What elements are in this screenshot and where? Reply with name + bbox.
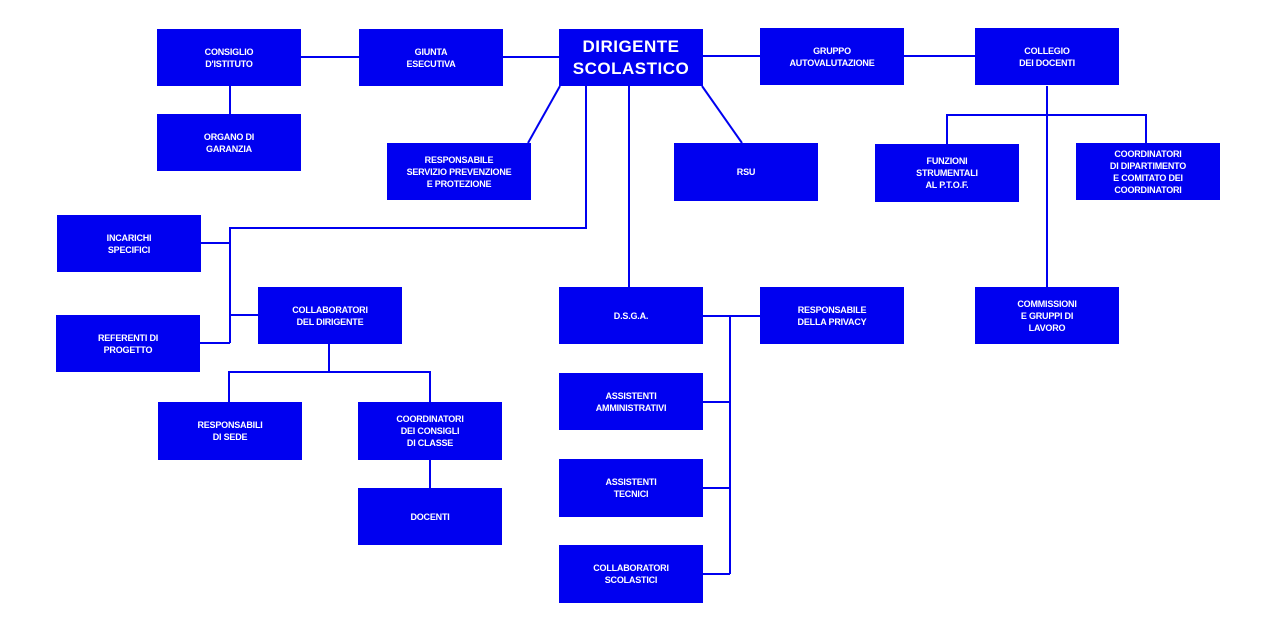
- node-responsabili-sede: RESPONSABILI DI SEDE: [158, 402, 302, 460]
- connector: [701, 85, 743, 144]
- node-incarichi-specifici: INCARICHI SPECIFICI: [57, 215, 201, 272]
- node-coordinatori-dipartimento: COORDINATORI DI DIPARTIMENTO E COMITATO …: [1076, 143, 1220, 200]
- node-collaboratori-scolastici: COLLABORATORI SCOLASTICI: [559, 545, 703, 603]
- node-assistenti-amministrativi: ASSISTENTI AMMINISTRATIVI: [559, 373, 703, 430]
- node-dsga: D.S.G.A.: [559, 287, 703, 344]
- node-referenti-progetto: REFERENTI DI PROGETTO: [56, 315, 200, 372]
- node-collegio-docenti: COLLEGIO DEI DOCENTI: [975, 28, 1119, 85]
- connector: [229, 86, 587, 343]
- node-funzioni-strumentali: FUNZIONI STRUMENTALI AL P.T.O.F.: [875, 144, 1019, 202]
- node-giunta-esecutiva: GIUNTA ESECUTIVA: [359, 29, 503, 86]
- node-rspp: RESPONSABILE SERVIZIO PREVENZIONE E PROT…: [387, 143, 531, 200]
- node-assistenti-tecnici: ASSISTENTI TECNICI: [559, 459, 703, 517]
- connector: [527, 85, 561, 144]
- node-responsabile-privacy: RESPONSABILE DELLA PRIVACY: [760, 287, 904, 344]
- node-commissioni: COMMISSIONI E GRUPPI DI LAVORO: [975, 287, 1119, 344]
- node-docenti: DOCENTI: [358, 488, 502, 545]
- connector: [228, 371, 431, 402]
- node-gruppo-autovalutazione: GRUPPO AUTOVALUTAZIONE: [760, 28, 904, 85]
- connector: [946, 114, 1147, 144]
- node-collaboratori-dirigente: COLLABORATORI DEL DIRIGENTE: [258, 287, 402, 344]
- node-dirigente-scolastico: DIRIGENTE SCOLASTICO: [559, 29, 703, 86]
- node-organo-garanzia: ORGANO DI GARANZIA: [157, 114, 301, 171]
- node-consiglio-istituto: CONSIGLIO D'ISTITUTO: [157, 29, 301, 86]
- node-coordinatori-consigli-classe: COORDINATORI DEI CONSIGLI DI CLASSE: [358, 402, 502, 460]
- node-rsu: RSU: [674, 143, 818, 201]
